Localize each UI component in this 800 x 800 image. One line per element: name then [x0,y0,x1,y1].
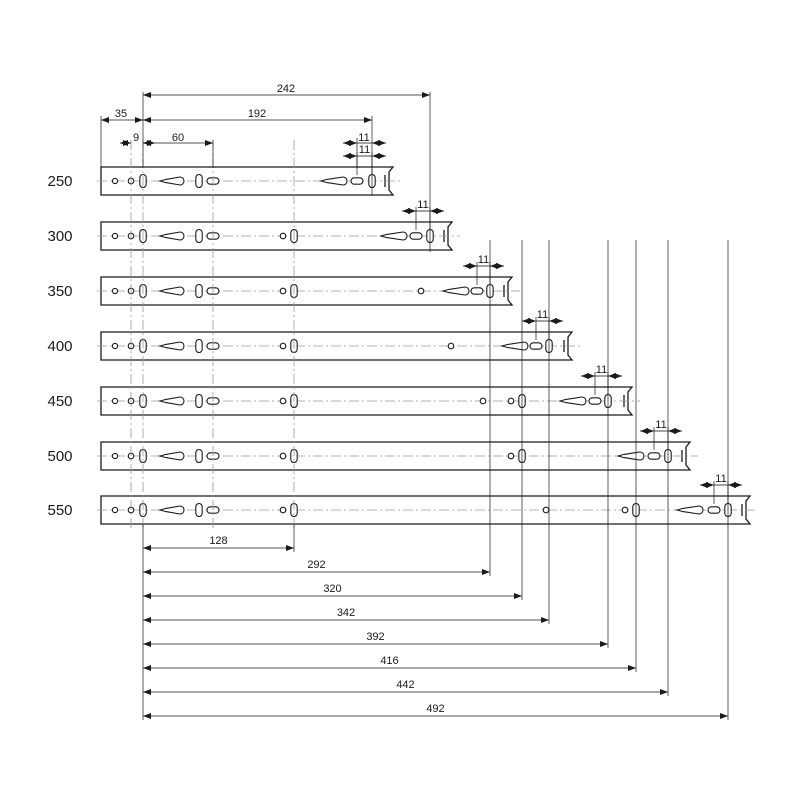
mounting-hole [447,342,455,350]
keyhole-slot [557,396,587,406]
mounting-hole [479,397,487,405]
rail-550: 550 11 [47,473,758,525]
mounting-hole [279,506,287,514]
bottom-dim-label: 492 [426,703,444,715]
rail-length-label: 350 [47,283,72,300]
horizontal-slot [409,232,423,240]
rail-250: 250 11 [47,144,401,196]
slot-spacing-label: 11 [359,144,370,156]
keyhole-slot [499,341,529,351]
mounting-hole [279,342,287,350]
keyhole-slot [378,231,408,241]
slot-spacing-label: 11 [715,473,726,485]
rail-350: 350 11 [47,254,520,306]
rail-body [100,386,634,416]
rail-500: 500 11 [47,419,698,471]
vertical-slot [195,173,203,189]
rail-300: 300 11 [47,199,460,251]
mounting-hole [279,452,287,460]
keyhole-slot [440,286,470,296]
mounting-hole [507,397,515,405]
horizontal-slot [647,452,661,460]
rail-400: 400 11 [47,309,580,361]
dim-192-label: 192 [248,108,266,120]
rail-body [100,441,692,471]
rail-length-label: 550 [47,502,72,519]
keyhole-slot [157,231,185,241]
rail-length-label: 400 [47,338,72,355]
dimensions-layer: 242 35 192 9 60 11 128 292 320 342 392 416 442 492 [100,83,729,720]
vertical-slot [195,228,203,244]
horizontal-slot [470,287,484,295]
horizontal-slot [529,342,543,350]
vertical-slot [195,448,203,464]
rail-length-label: 450 [47,393,72,410]
mounting-hole [111,342,119,350]
horizontal-slot [588,397,602,405]
vertical-slot [195,283,203,299]
bottom-dim-label: 128 [209,535,227,547]
rail-450: 450 11 [47,364,640,416]
dim-35-label: 35 [115,108,127,120]
keyhole-slot [615,451,645,461]
slot-spacing-label: 11 [537,309,548,321]
mounting-hole [507,452,515,460]
vertical-slot [195,393,203,409]
keyhole-slot [157,341,185,351]
keyhole-slot [157,286,185,296]
mounting-hole [621,506,629,514]
mounting-hole [111,287,119,295]
rail-length-label: 500 [47,448,72,465]
slot-spacing-label: 11 [655,419,666,431]
dim-9-label: 9 [133,132,139,144]
horizontal-slot [350,177,364,185]
keyhole-slot [157,505,185,515]
mounting-hole [279,232,287,240]
rail-length-label: 250 [47,173,72,190]
keyhole-slot [157,176,185,186]
mounting-hole [111,506,119,514]
rails-layer: 250 11 300 11 350 11 400 11 450 11 500 11 550 11 [47,144,758,525]
vertical-slot [195,502,203,518]
vertical-slot [195,338,203,354]
bottom-dim-label: 416 [380,655,398,667]
mounting-hole [417,287,425,295]
dim-60-label: 60 [172,132,184,144]
bottom-dim-label: 292 [307,559,325,571]
mounting-hole [542,506,550,514]
bottom-dim-label: 342 [337,607,355,619]
slot-spacing-label: 11 [596,364,607,376]
mounting-hole [111,452,119,460]
keyhole-slot [157,451,185,461]
horizontal-slot [707,506,721,514]
rail-body [100,276,514,306]
keyhole-slot [318,176,348,186]
bottom-dim-label: 392 [366,631,384,643]
mounting-hole [279,287,287,295]
mounting-hole [111,397,119,405]
rail-length-label: 300 [47,228,72,245]
slot-spacing-label: 11 [478,254,489,266]
bottom-dim-label: 442 [396,679,414,691]
dim-242-label: 242 [277,83,295,95]
dim-11-label: 11 [358,132,369,144]
mounting-hole [111,232,119,240]
bottom-dim-label: 320 [323,583,341,595]
mounting-hole [111,177,119,185]
mounting-hole [279,397,287,405]
keyhole-slot [674,505,704,515]
keyhole-slot [157,396,185,406]
rail-body [100,221,454,251]
slot-spacing-label: 11 [417,199,428,211]
